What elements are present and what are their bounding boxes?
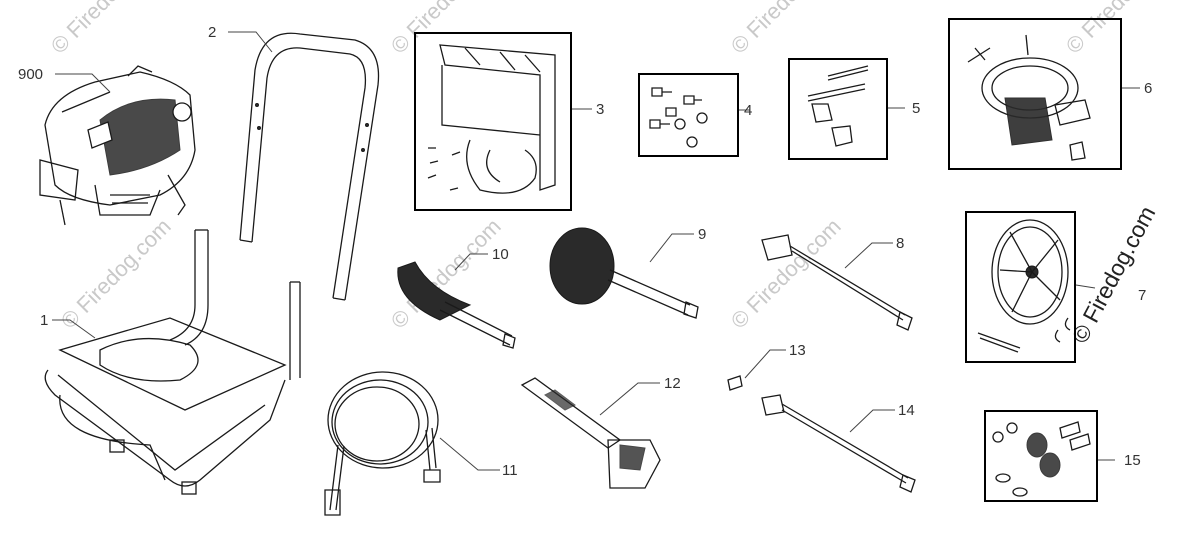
callout-6: 6: [1144, 80, 1152, 97]
part-box-5: [788, 58, 888, 160]
part-box-15: [984, 410, 1098, 502]
callout-11: 11: [502, 462, 518, 479]
watermark: © Firedog.com: [46, 0, 166, 59]
part-round-brush: [549, 227, 699, 319]
watermark: © Firedog.com: [726, 0, 846, 59]
part-wand-14: [761, 394, 916, 493]
callout-4: 4: [744, 102, 752, 119]
part-box-4: [638, 73, 739, 157]
part-frame: [44, 229, 301, 495]
part-box-7: [965, 211, 1076, 363]
watermark: © Firedog.com: [56, 214, 176, 334]
part-nozzle: [727, 375, 743, 391]
callout-9: 9: [698, 226, 706, 243]
part-wand-8: [761, 234, 913, 331]
callout-10: 10: [492, 246, 509, 263]
part-box-3: [414, 32, 572, 211]
part-bearings: [992, 421, 1091, 497]
part-pump: [967, 34, 1091, 161]
watermarks: © Firedog.com © Firedog.com © Firedog.co…: [46, 0, 1180, 347]
watermark-strong: © Firedog.com: [1066, 202, 1160, 348]
callout-8: 8: [896, 235, 904, 252]
callout-900: 900: [18, 66, 43, 83]
part-engine: [39, 65, 196, 226]
part-bolts-large: [807, 65, 869, 147]
callout-14: 14: [898, 402, 915, 419]
part-box-6: [948, 18, 1122, 170]
part-spray-gun: [520, 377, 661, 489]
callout-13: 13: [789, 342, 806, 359]
callout-15: 15: [1124, 452, 1141, 469]
callout-3: 3: [596, 101, 604, 118]
callout-7: 7: [1138, 287, 1146, 304]
callout-5: 5: [912, 100, 920, 117]
part-bolts-nuts: [649, 87, 708, 148]
part-hose-bracket: [427, 44, 556, 194]
callout-1: 1: [40, 312, 48, 329]
leader-lines: [52, 31, 1140, 471]
callout-2: 2: [208, 24, 216, 41]
part-wheel: [977, 219, 1071, 353]
part-hose: [324, 371, 441, 516]
part-straight-brush: [397, 261, 516, 349]
callout-12: 12: [664, 375, 681, 392]
part-handle: [239, 32, 380, 301]
callout-labels: 900 1 2 3 4 5 6 7 8 9 10 11 12 13 14 15: [18, 24, 1152, 479]
